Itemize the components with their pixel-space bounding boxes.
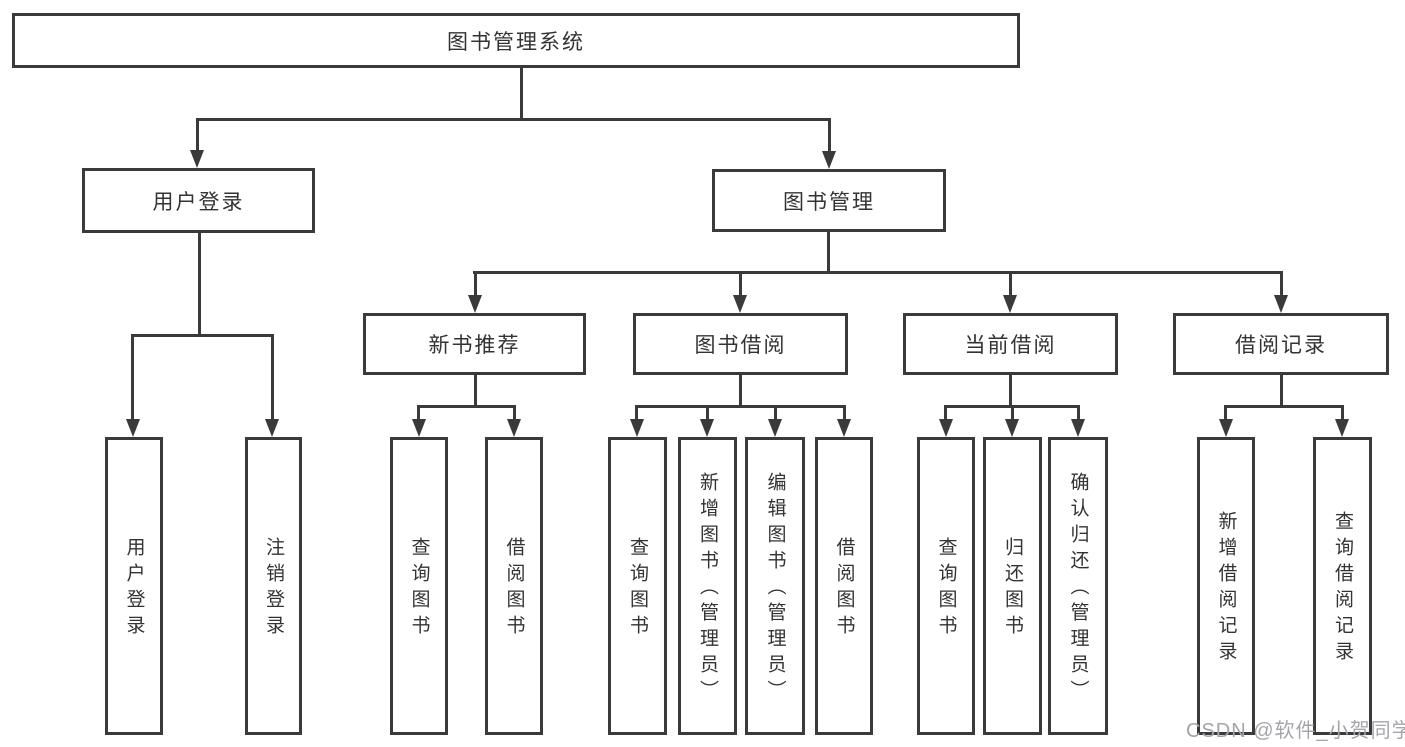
node-label: 借阅记录 (1235, 334, 1327, 357)
connector-line (1077, 405, 1080, 423)
leaf-logout: 注销登录 (245, 437, 302, 735)
node-book-borrowing: 图书借阅 (633, 313, 848, 375)
leaf-query-borrow-record: 查询借阅记录 (1313, 437, 1372, 735)
arrowhead-down-icon (1219, 419, 1233, 437)
leaf-borrow-books-recommend: 借阅图书 (485, 437, 543, 735)
leaf-label: 查询借阅记录 (1332, 511, 1353, 667)
connector-line (944, 405, 947, 423)
connector-line (474, 373, 477, 408)
arrowhead-down-icon (190, 150, 204, 168)
connector-line (635, 405, 846, 408)
connector-line (131, 334, 134, 421)
leaf-label: 查询图书 (408, 537, 430, 641)
arrowhead-down-icon (1274, 295, 1288, 313)
node-root-label: 图书管理系统 (447, 30, 585, 54)
connector-line (1009, 271, 1012, 299)
connector-line (196, 118, 831, 121)
arrowhead-down-icon (412, 419, 426, 437)
connector-line (774, 405, 777, 423)
leaf-label: 新增图书（管理员） (697, 472, 718, 706)
leaf-query-books-borrow: 查询图书 (608, 437, 667, 735)
arrowhead-down-icon (468, 295, 482, 313)
connector-line (739, 271, 742, 299)
leaf-label: 用户登录 (123, 537, 145, 641)
connector-line (196, 118, 199, 158)
arrowhead-down-icon (630, 419, 644, 437)
node-label: 新书推荐 (428, 334, 521, 357)
leaf-query-books-current: 查询图书 (917, 437, 975, 735)
connector-line (739, 373, 742, 408)
arrowhead-down-icon (1005, 419, 1019, 437)
connector-line (1341, 405, 1344, 423)
connector-line (520, 66, 523, 121)
node-book-management: 图书管理 (712, 169, 946, 232)
connector-line (473, 271, 1283, 274)
leaf-user-login: 用户登录 (105, 437, 163, 735)
leaf-label: 查询图书 (935, 537, 957, 641)
leaf-add-borrow-record: 新增借阅记录 (1197, 437, 1255, 735)
connector-line (1280, 271, 1283, 299)
node-user-login: 用户登录 (82, 168, 315, 233)
leaf-add-book-admin: 新增图书（管理员） (678, 437, 737, 735)
connector-line (271, 334, 274, 421)
arrowhead-down-icon (1003, 295, 1017, 313)
connector-line (1011, 405, 1014, 423)
csdn-watermark: CSDN @软件_小贺同学 (1186, 720, 1405, 742)
arrowhead-down-icon (822, 151, 836, 169)
arrowhead-down-icon (1071, 419, 1085, 437)
node-new-book-recommendation: 新书推荐 (363, 313, 586, 375)
connector-line (827, 230, 830, 274)
arrowhead-down-icon (837, 419, 851, 437)
connector-line (706, 405, 709, 423)
connector-line (1280, 373, 1283, 408)
node-label: 当前借阅 (964, 334, 1057, 357)
leaf-label: 编辑图书（管理员） (764, 472, 786, 706)
node-label: 图书借阅 (694, 334, 787, 357)
leaf-confirm-return-admin: 确认归还（管理员） (1048, 437, 1108, 735)
arrowhead-down-icon (507, 419, 521, 437)
leaf-borrow-book: 借阅图书 (815, 437, 873, 735)
leaf-label: 借阅图书 (833, 537, 855, 641)
leaf-label: 确认归还（管理员） (1067, 472, 1089, 706)
connector-line (474, 271, 477, 299)
arrowhead-down-icon (700, 419, 714, 437)
leaf-label: 查询图书 (627, 537, 648, 641)
node-root-system: 图书管理系统 (12, 13, 1020, 68)
connector-line (1009, 373, 1012, 408)
leaf-label: 借阅图书 (503, 537, 525, 641)
leaf-query-books-recommend: 查询图书 (390, 437, 448, 735)
arrowhead-down-icon (265, 419, 279, 437)
connector-line (417, 405, 420, 423)
node-label: 用户登录 (152, 190, 245, 214)
leaf-label: 新增借阅记录 (1215, 511, 1237, 667)
arrowhead-down-icon (939, 419, 953, 437)
leaf-label: 归还图书 (1002, 537, 1023, 641)
node-borrowing-records: 借阅记录 (1173, 313, 1389, 375)
leaf-return-book: 归还图书 (983, 437, 1042, 735)
connector-line (417, 405, 516, 408)
connector-line (131, 334, 274, 337)
connector-line (828, 118, 831, 159)
connector-line (843, 405, 846, 423)
node-current-borrowing: 当前借阅 (903, 313, 1118, 375)
leaf-edit-book-admin: 编辑图书（管理员） (745, 437, 805, 735)
connector-line (635, 405, 638, 423)
node-label: 图书管理 (783, 190, 875, 214)
connector-line (1224, 405, 1227, 423)
arrowhead-down-icon (126, 419, 140, 437)
leaf-label: 注销登录 (263, 537, 284, 641)
arrowhead-down-icon (1335, 419, 1349, 437)
connector-line (513, 405, 516, 423)
connector-line (1224, 405, 1344, 408)
arrowhead-down-icon (768, 419, 782, 437)
connector-line (198, 231, 201, 337)
arrowhead-down-icon (733, 295, 747, 313)
